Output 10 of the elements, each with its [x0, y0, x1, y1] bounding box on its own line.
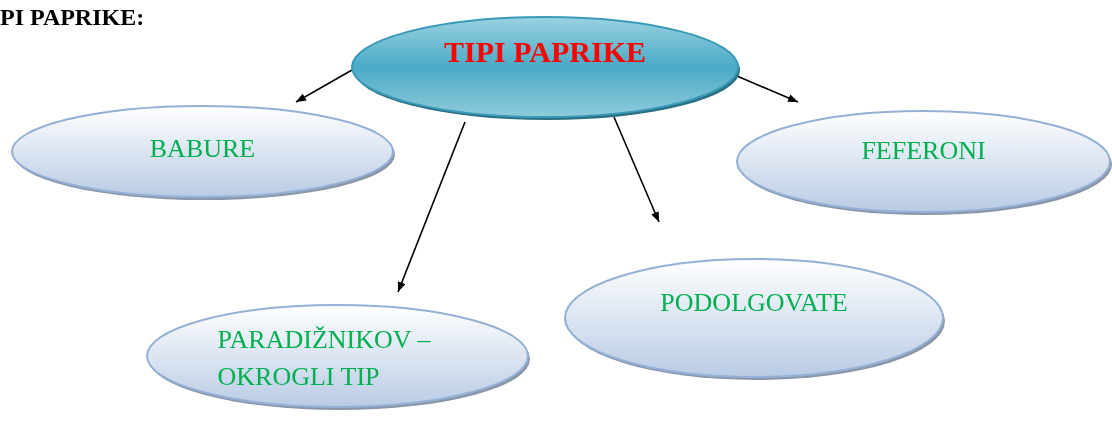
arrow [295, 69, 353, 103]
ellipse-label: FEFERONI [860, 135, 987, 168]
ellipse-title: TIPI PAPRIKE [443, 34, 647, 70]
ellipse-label: PARADIŽNIKOV – OKROGLI TIP [217, 324, 432, 393]
arrow [397, 121, 466, 293]
arrow [613, 116, 660, 223]
ellipse-label: PODOLGOVATE [659, 286, 849, 319]
arrow [736, 75, 799, 103]
ellipse-label: BABURE [148, 132, 257, 165]
heading: PI PAPRIKE: [0, 4, 145, 31]
